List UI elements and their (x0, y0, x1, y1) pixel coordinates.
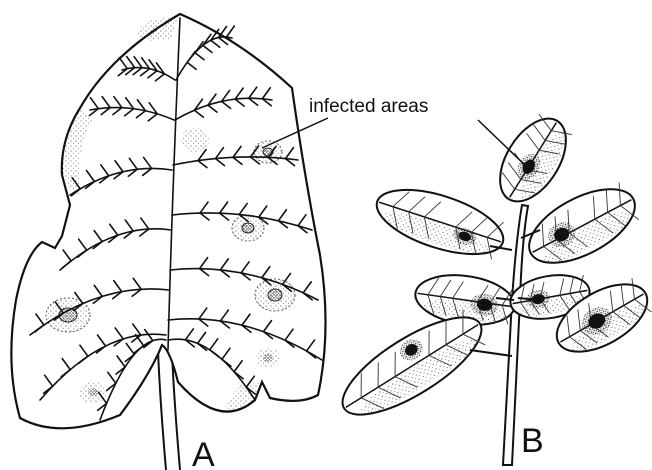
leaf-a (11, 14, 325, 470)
infected-spot (79, 381, 107, 403)
infected-spot (255, 279, 295, 311)
twig-b-leaflets (329, 107, 652, 432)
leaflet (329, 300, 494, 432)
infected-spot (181, 128, 209, 152)
infected-spot (138, 23, 162, 41)
infected-spot (232, 215, 264, 241)
panel-label-b: B (521, 422, 544, 460)
infected-spot (256, 348, 280, 368)
leaf-a-veinlet (226, 26, 234, 37)
infected-spot (254, 141, 282, 163)
petiolule (470, 350, 512, 356)
infected-areas-label: infected areas (309, 96, 428, 117)
panel-label-a: A (192, 436, 215, 470)
leaflet (369, 177, 511, 267)
leaflet (487, 107, 580, 213)
twig-b (329, 107, 652, 465)
